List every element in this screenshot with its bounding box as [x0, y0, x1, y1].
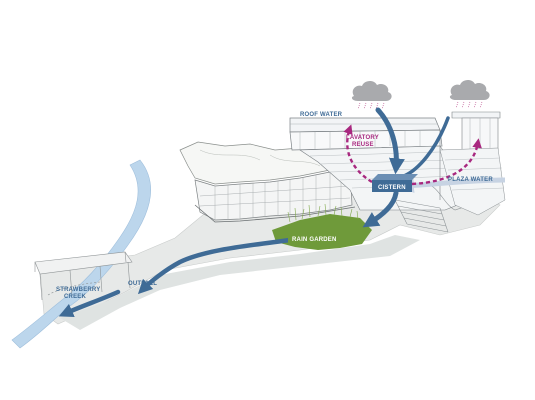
plaza-water-arrow	[399, 177, 506, 193]
stairs	[394, 199, 449, 233]
roof-water-label: ROOF WATER	[300, 112, 343, 118]
cistern-label: CISTERN	[378, 185, 406, 191]
outfall-label: OUTFALL	[128, 281, 157, 287]
lavatory-reuse-label-line2: REUSE	[352, 142, 374, 148]
garden-to-outfall-arrow	[137, 237, 293, 295]
strawberry-creek	[11, 159, 152, 349]
lavatory-reuse-label: LAVATORY	[346, 135, 379, 141]
lavatory-reuse-arrow	[343, 124, 373, 184]
building-facade	[194, 167, 353, 221]
outfall-to-creek-arrow	[58, 289, 121, 318]
rain-garden-label-bg	[288, 234, 334, 244]
rain-garden-label: RAIN GARDEN	[292, 237, 337, 243]
creek-label: STRAWBERRY	[56, 287, 100, 293]
site-ground-lower	[60, 235, 420, 330]
plaza-downspout-arrow	[402, 116, 450, 178]
tower-reuse-arrow	[411, 138, 482, 186]
creek-label-line2: CREEK	[64, 294, 86, 300]
cistern-to-garden-arrow	[362, 190, 399, 228]
plaza-water-label: PLAZA WATER	[448, 177, 493, 183]
rain-garden-grass	[287, 203, 359, 223]
roof-to-cistern-arrow	[375, 107, 405, 175]
walkway-structure	[34, 251, 133, 301]
right-building	[289, 117, 471, 211]
cloud-icon	[449, 79, 490, 109]
cloud-icon	[351, 80, 392, 110]
cistern-box	[372, 180, 412, 192]
